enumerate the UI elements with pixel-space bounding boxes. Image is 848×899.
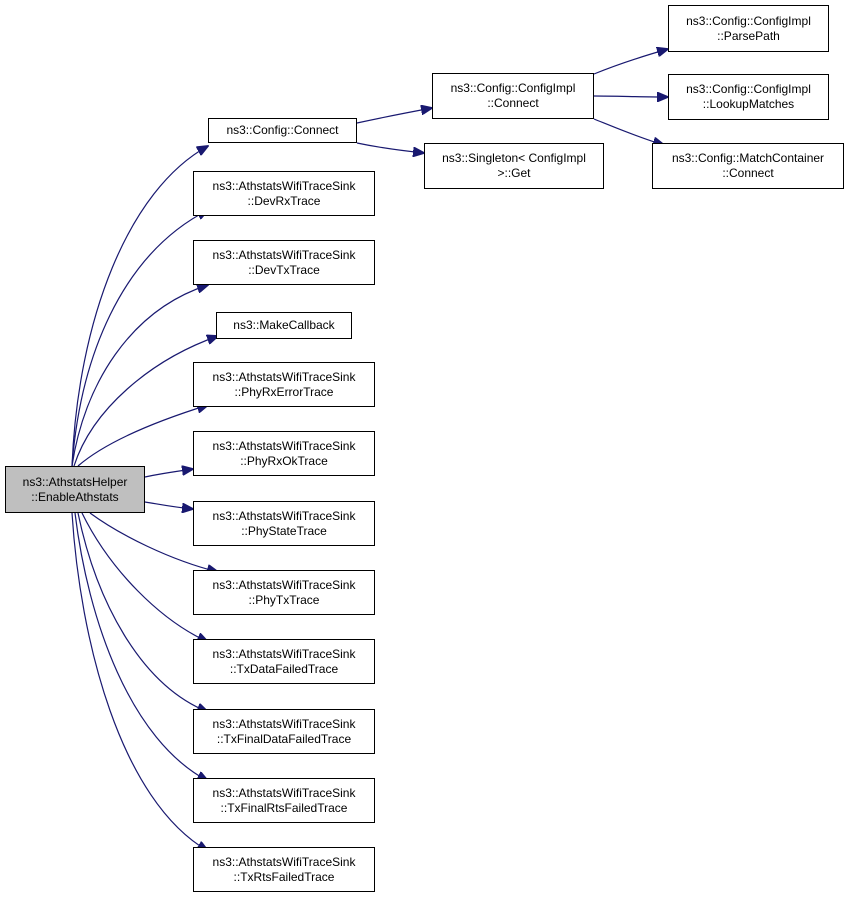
node-label-line: ns3::AthstatsWifiTraceSink [212,438,356,453]
node-label-line: ns3::AthstatsWifiTraceSink [212,508,356,523]
node-label-line: ns3::AthstatsWifiTraceSink [212,785,356,800]
node-label-line: ::PhyTxTrace [248,592,320,607]
node-label-line: ns3::Config::ConfigImpl [686,13,811,28]
node-tx-final-rts-failed[interactable]: ns3::AthstatsWifiTraceSink::TxFinalRtsFa… [193,778,375,823]
node-label-line: ns3::Config::ConfigImpl [686,82,811,96]
node-label-line: ns3::AthstatsWifiTraceSink [212,716,356,731]
edge-config-connect-to-configimpl-connect [356,108,432,124]
edge-root-to-phy-state [144,501,193,509]
edge-root-to-tx-final-rts-failed [74,512,208,781]
node-label-line: ::ParsePath [717,28,780,43]
node-label-line: ::Connect [487,96,539,110]
node-label-line: ::TxFinalDataFailedTrace [216,731,352,746]
node-tx-rts-failed[interactable]: ns3::AthstatsWifiTraceSink::TxRtsFailedT… [193,847,375,892]
node-label-line: ::DevRxTrace [247,193,321,208]
node-phy-state[interactable]: ns3::AthstatsWifiTraceSink::PhyStateTrac… [193,501,375,546]
node-label-line: ns3::AthstatsHelper [22,474,128,489]
node-label-line: ::PhyRxOkTrace [240,453,328,468]
node-configimpl-connect[interactable]: ns3::Config::ConfigImpl::Connect [432,73,594,119]
node-label-line: ns3::AthstatsWifiTraceSink [212,646,356,661]
node-label-line: ::DevTxTrace [248,262,320,277]
node-label-line: ns3::Config::ConfigImpl [450,81,576,95]
node-label-line: >::Get [497,166,531,180]
edge-root-to-phy-tx [89,512,218,572]
node-label-line: ns3::AthstatsWifiTraceSink [212,854,356,869]
node-label-line: ::TxFinalRtsFailedTrace [220,800,348,815]
edge-root-to-tx-final-data-failed [77,512,208,712]
node-label-line: ::EnableAthstats [31,489,119,504]
edge-root-to-tx-rts-failed [71,512,208,851]
node-label-line: ::PhyStateTrace [241,523,327,538]
edge-configimpl-connect-to-parse-path [593,49,668,75]
edge-root-to-tx-data-failed [81,512,208,642]
node-phy-tx[interactable]: ns3::AthstatsWifiTraceSink::PhyTxTrace [193,570,375,615]
node-make-callback[interactable]: ns3::MakeCallback [216,312,352,339]
node-label-line: ns3::MakeCallback [233,318,335,332]
edge-root-to-dev-tx [71,285,208,467]
node-label-line: ns3::AthstatsWifiTraceSink [212,369,356,384]
node-label-line: ::PhyRxErrorTrace [234,384,334,399]
edge-root-to-config-connect [71,146,208,467]
node-phy-rx-error[interactable]: ns3::AthstatsWifiTraceSink::PhyRxErrorTr… [193,362,375,407]
edge-configimpl-connect-to-lookup-matches [593,96,668,97]
node-label-line: ::TxRtsFailedTrace [233,869,335,884]
node-parse-path[interactable]: ns3::Config::ConfigImpl::ParsePath [668,5,829,52]
edge-configimpl-connect-to-match-container-connect [593,118,664,145]
node-label-line: ::TxDataFailedTrace [229,661,339,676]
edge-root-to-phy-rx-error [77,405,208,467]
edge-config-connect-to-singleton-get [356,142,424,153]
node-lookup-matches[interactable]: ns3::Config::ConfigImpl::LookupMatches [668,74,829,120]
edge-root-to-make-callback [73,336,218,467]
node-label-line: ns3::AthstatsWifiTraceSink [212,178,356,193]
node-tx-final-data-failed[interactable]: ns3::AthstatsWifiTraceSink::TxFinalDataF… [193,709,375,754]
node-label-line: ns3::Config::MatchContainer [671,151,825,165]
edge-root-to-dev-rx [71,210,208,467]
node-phy-rx-ok[interactable]: ns3::AthstatsWifiTraceSink::PhyRxOkTrace [193,431,375,476]
node-label-line: ns3::AthstatsWifiTraceSink [212,577,356,592]
node-dev-rx[interactable]: ns3::AthstatsWifiTraceSink::DevRxTrace [193,171,375,216]
node-label-line: ns3::Singleton< ConfigImpl [442,151,586,165]
node-singleton-get[interactable]: ns3::Singleton< ConfigImpl>::Get [424,143,604,189]
node-match-container-connect[interactable]: ns3::Config::MatchContainer::Connect [652,143,844,189]
node-label-line: ns3::Config::Connect [226,123,339,137]
node-root: ns3::AthstatsHelper::EnableAthstats [5,466,145,513]
node-label-line: ns3::AthstatsWifiTraceSink [212,247,356,262]
edge-root-to-phy-rx-ok [144,469,193,478]
node-config-connect[interactable]: ns3::Config::Connect [208,118,357,143]
node-dev-tx[interactable]: ns3::AthstatsWifiTraceSink::DevTxTrace [193,240,375,285]
node-label-line: ::LookupMatches [702,97,795,111]
node-label-line: ::Connect [722,166,774,180]
node-tx-data-failed[interactable]: ns3::AthstatsWifiTraceSink::TxDataFailed… [193,639,375,684]
